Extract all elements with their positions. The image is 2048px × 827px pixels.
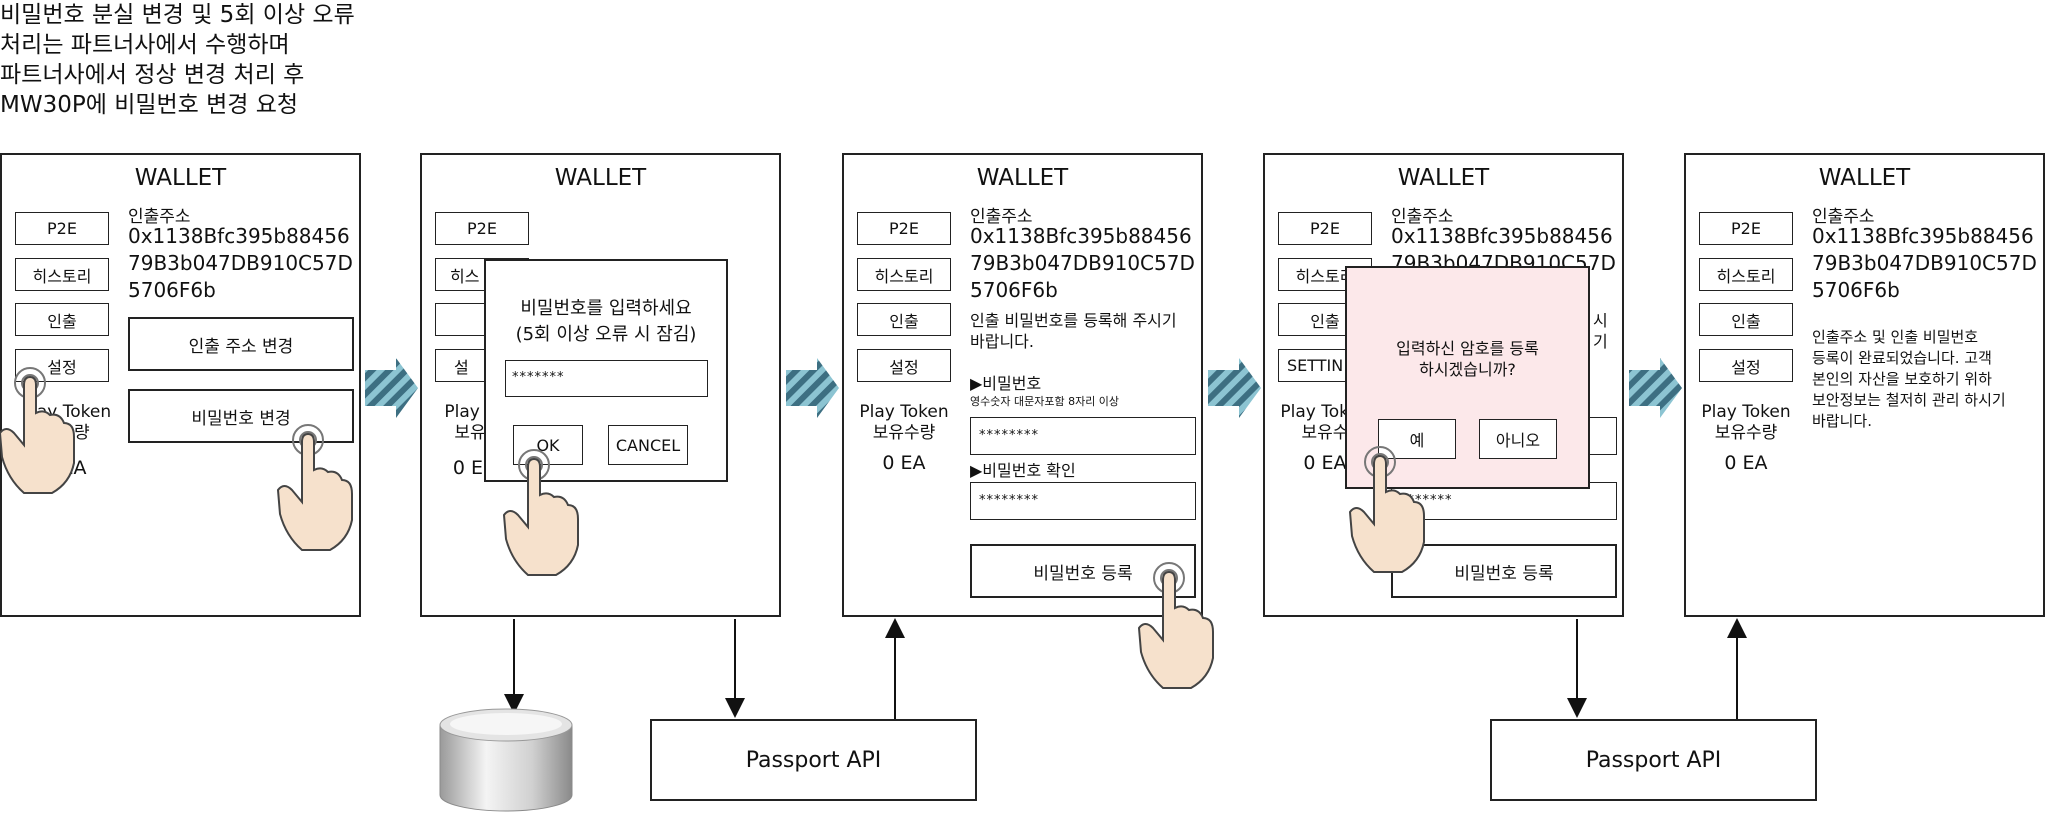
wallet-screen-2: WALLET P2E 히스 인 설 Play T보유 0 E 비밀번호를 입력하… [420,153,781,617]
change-password-button[interactable]: 비밀번호 변경 [128,389,354,443]
note-line: 파트너사에서 정상 변경 처리 후 [0,62,305,88]
change-address-button[interactable]: 인출 주소 변경 [128,317,354,371]
menu-p2e-button[interactable]: P2E [435,212,529,245]
menu-withdraw-button[interactable]: 인출 [1699,303,1793,336]
dialog-title: 비밀번호를 입력하세요 (5회 이상 오류 시 잠김) [515,298,697,345]
address-label: 인출주소 [1812,207,1875,227]
menu-settings-button[interactable]: 설정 [1699,349,1793,382]
flow-arrow [1629,358,1682,418]
menu-history-button[interactable]: 히스토리 [1699,258,1793,291]
wallet-address: 0x1138Bfc395b88456 79B3b047DB910C57D 570… [970,224,1195,302]
note-line: 비밀번호 분실 변경 및 5회 이상 오류 [0,2,355,28]
menu-p2e-button[interactable]: P2E [15,212,109,245]
wallet-title: WALLET [1818,165,1911,191]
flow-arrow [786,358,839,418]
menu-withdraw-button[interactable]: 인출 [15,303,109,336]
register-password-button[interactable]: 비밀번호 등록 [970,544,1196,598]
wallet-title: WALLET [134,165,227,191]
password-label: ▶비밀번호 [970,374,1042,393]
note-line: 처리는 파트너사에서 수행하며 [0,32,290,58]
password-field[interactable]: ******** [970,417,1196,455]
completion-message: 인출주소 및 인출 비밀번호 등록이 완료되었습니다. 고객 본인의 자산을 보… [1812,328,2006,430]
menu-withdraw-button[interactable]: 인출 [857,303,951,336]
partners-db-label: Partners DB [449,746,563,768]
yes-button[interactable]: 예 [1378,419,1456,459]
no-button[interactable]: 아니오 [1479,419,1557,459]
ok-button[interactable]: OK [513,425,583,465]
wallet-address: 0x1138Bfc395b88456 79B3b047DB910C57D 570… [128,224,353,302]
token-amount: 0 E [452,457,484,479]
menu-settings-button[interactable]: 설정 [15,349,109,382]
token-amount: EA [61,457,87,479]
password-hint: 영수숫자 대문자포함 8자리 이상 [970,395,1120,408]
passport-api-box-right: Passport API [1490,719,1817,801]
partners-db-sublabel: (Password ) [462,770,550,785]
confirm-password-label: ▶비밀번호 확인 [970,461,1076,480]
flow-arrow [365,358,418,418]
wallet-title: WALLET [1397,165,1490,191]
cancel-button[interactable]: CANCEL [608,425,688,465]
menu-history-button[interactable]: 히스토리 [15,258,109,291]
instruction-fragment: 시기 [1593,311,1608,351]
flow-arrow [1208,358,1261,418]
address-label: 인출주소 [970,207,1033,227]
passport-api-box-left: Passport API [650,719,977,801]
token-amount: 0 EA [882,452,926,474]
password-dialog: 비밀번호를 입력하세요 (5회 이상 오류 시 잠김) ******* OK C… [484,259,728,482]
confirm-dialog: 입력하신 암호를 등록 하시겠습니까? 예 아니오 [1345,266,1590,489]
token-amount: 0 EA [1303,452,1347,474]
address-label: 인출주소 [1391,207,1454,227]
wallet-title: WALLET [554,165,647,191]
confirm-password-field[interactable]: ******** [970,482,1196,520]
note-line: MW30P에 비밀번호 변경 요청 [0,92,299,118]
menu-history-button[interactable]: 히스토리 [857,258,951,291]
menu-p2e-button[interactable]: P2E [857,212,951,245]
token-amount: 0 EA [1724,452,1768,474]
address-label: 인출주소 [128,207,191,227]
menu-p2e-button[interactable]: P2E [1699,212,1793,245]
wallet-address: 0x1138Bfc395b88456 79B3b047DB910C57D 570… [1812,224,2037,302]
confirm-message: 입력하신 암호를 등록 하시겠습니까? [1396,339,1539,379]
menu-p2e-button[interactable]: P2E [1278,212,1372,245]
password-input[interactable]: ******* [505,360,708,397]
menu-settings-button[interactable]: 설정 [857,349,951,382]
register-password-button[interactable]: 비밀번호 등록 [1391,544,1617,598]
wallet-title: WALLET [976,165,1069,191]
